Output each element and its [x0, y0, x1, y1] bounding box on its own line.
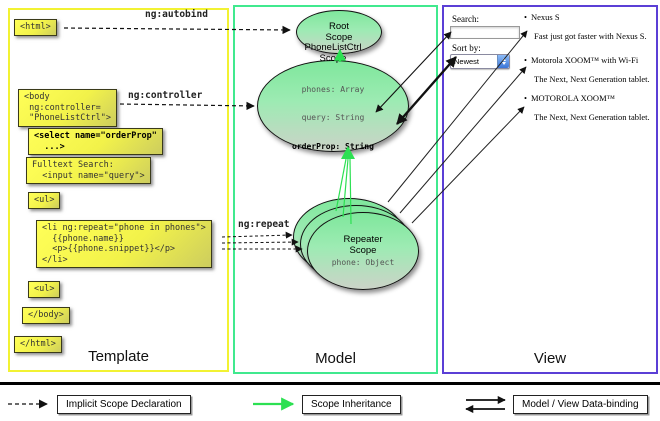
repeater-scope-ellipse: Repeater Scope phone: Object	[307, 212, 419, 290]
ng-controller-label: ng:controller	[128, 90, 203, 101]
code-box-fulltext-search: Fulltext Search: <input name="query">	[26, 157, 151, 184]
legend-implicit-scope: Implicit Scope Declaration	[57, 395, 191, 414]
code-box-ul-close: <ul>	[28, 281, 61, 298]
bullet-icon	[524, 12, 527, 22]
code-box-html-open: <html>	[14, 19, 57, 36]
prop-phones: phones: Array	[301, 84, 365, 94]
select-stepper-icon	[497, 55, 509, 68]
code-box-li-repeat: <li ng:repeat="phone in phones"> {{phone…	[36, 220, 212, 268]
view-panel-label: View	[533, 350, 567, 367]
item-desc: The Next, Next Generation tablet.	[534, 74, 650, 84]
legend-data-binding: Model / View Data-binding	[513, 395, 648, 414]
phonelistctrl-scope-props: phones: Array query: String orderProp: S…	[292, 66, 374, 171]
bullet-icon	[524, 93, 527, 103]
code-box-body-close: </body>	[22, 307, 70, 324]
item-title: Motorola XOOM™ with Wi-Fi	[530, 55, 639, 65]
list-item: Nexus S Fast just got faster with Nexus …	[524, 12, 656, 41]
prop-phone: phone: Object	[331, 258, 395, 268]
code-box-select: <select name="orderProp" ...>	[28, 128, 163, 155]
root-scope-ellipse: Root Scope	[296, 10, 382, 54]
phonelistctrl-scope-title: PhoneListCtrl Scope	[304, 41, 362, 64]
sort-by-label: Sort by:	[452, 43, 481, 53]
search-label: Search:	[452, 14, 479, 24]
code-box-html-close: </html>	[14, 336, 62, 353]
code-box-ul-open: <ul>	[28, 192, 61, 209]
phonelistctrl-scope-ellipse: PhoneListCtrl Scope phones: Array query:…	[257, 42, 409, 152]
root-scope-title: Root Scope	[325, 21, 353, 43]
prop-query: query: String	[301, 113, 365, 123]
list-item: MOTOROLA XOOM™ The Next, Next Generation…	[524, 93, 656, 122]
template-panel-label: Template	[88, 348, 149, 365]
model-panel-label: Model	[315, 350, 356, 367]
sort-select[interactable]: Newest	[450, 54, 510, 69]
ng-repeat-label: ng:repeat	[238, 219, 290, 230]
repeater-scope-title: Repeater Scope	[343, 234, 383, 257]
list-item: Motorola XOOM™ with Wi-Fi The Next, Next…	[524, 55, 656, 84]
legend-scope-inheritance: Scope Inheritance	[302, 395, 401, 414]
item-desc: Fast just got faster with Nexus S.	[534, 31, 647, 41]
item-desc: The Next, Next Generation tablet.	[534, 112, 650, 122]
item-title: MOTOROLA XOOM™	[530, 93, 615, 103]
search-input[interactable]	[450, 26, 520, 39]
prop-orderprop: orderProp: String	[292, 141, 374, 151]
code-box-body-open: <body ng:controller= "PhoneListCtrl">	[18, 89, 117, 127]
ng-autobind-label: ng:autobind	[145, 9, 208, 20]
sort-select-value: Newest	[454, 57, 480, 66]
legend-separator	[0, 382, 660, 385]
item-title: Nexus S	[530, 12, 560, 22]
bullet-icon	[524, 55, 527, 65]
